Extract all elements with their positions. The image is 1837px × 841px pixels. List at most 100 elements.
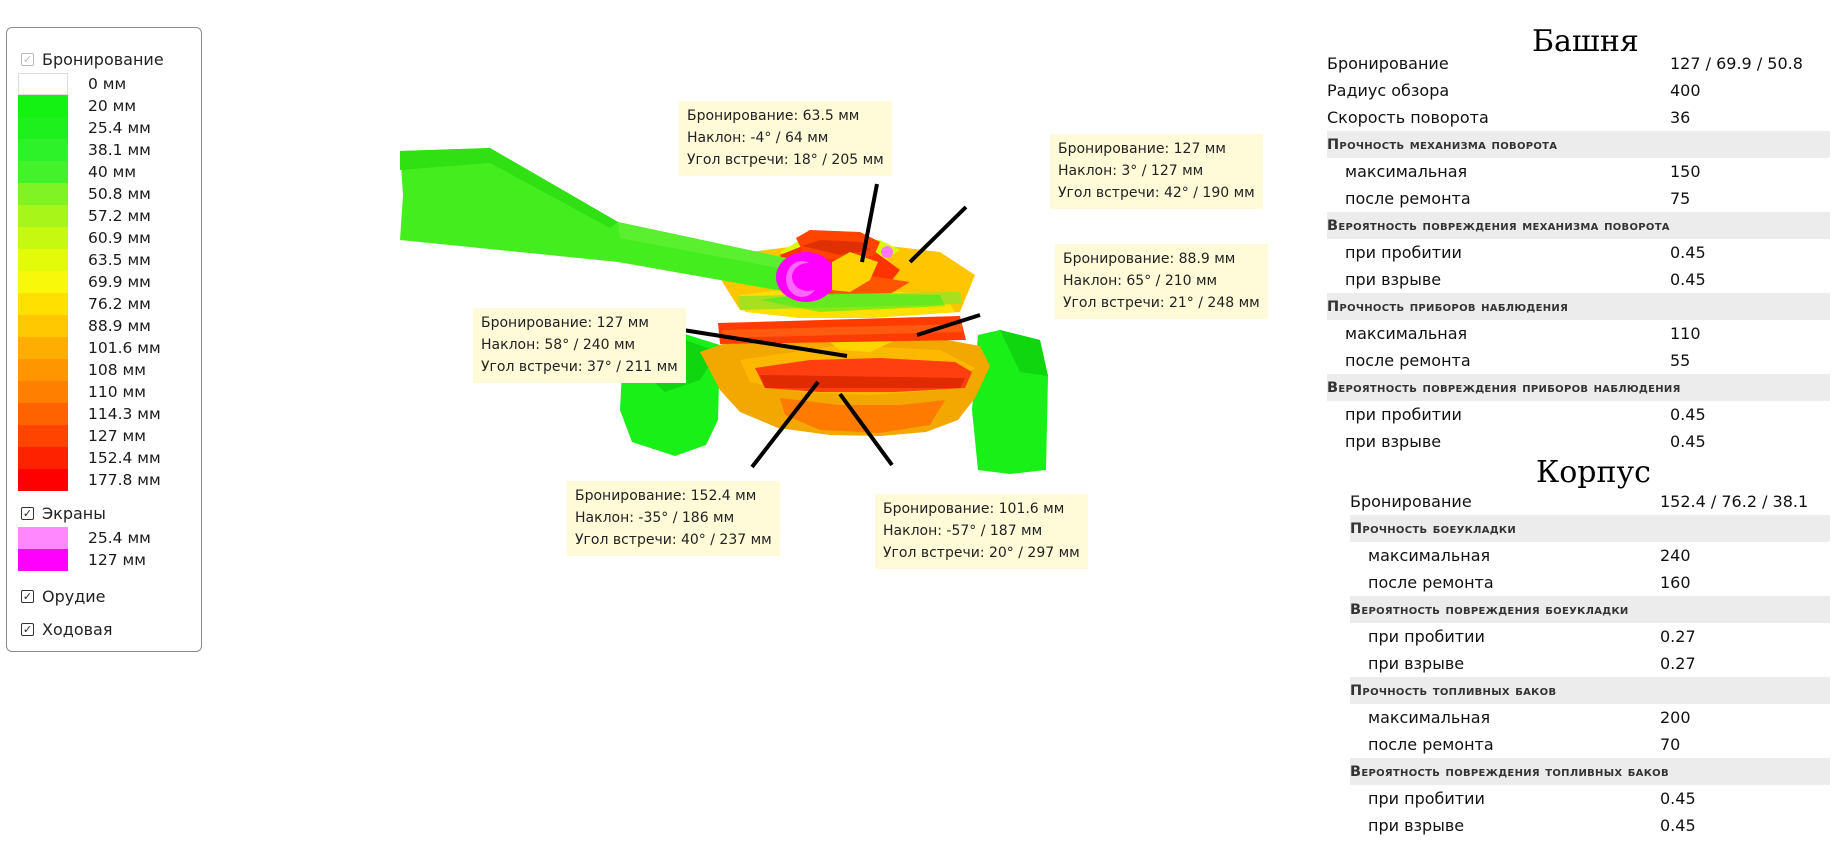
chassis-toggle[interactable]: ✓ Ходовая	[21, 618, 112, 640]
color-scale-entry: 114.3 мм	[18, 403, 161, 425]
color-scale-label: 50.8 мм	[88, 185, 151, 203]
chassis-checkbox[interactable]: ✓	[21, 622, 34, 636]
color-scale-entry: 0 мм	[18, 73, 161, 95]
color-scale-entry: 60.9 мм	[18, 227, 161, 249]
stat-group-title: Вероятность повреждения боеукладки	[1350, 602, 1629, 618]
stat-value: 150	[1670, 162, 1701, 181]
stat-value: 200	[1660, 708, 1691, 727]
color-swatch	[18, 205, 68, 227]
tooltip-armor-value: Бронирование: 152.4 мм	[575, 488, 757, 504]
tooltip-slope-value: Наклон: 3° / 127 мм	[1058, 163, 1204, 179]
stat-value: 0.45	[1670, 270, 1706, 289]
stat-group-title: Прочность топливных баков	[1350, 683, 1557, 699]
screens-toggle[interactable]: ✓ Экраны	[21, 502, 106, 524]
tank-armor-model[interactable]	[400, 0, 1300, 620]
tooltip-impact-angle-value: Угол встречи: 18° / 205 мм	[687, 152, 884, 168]
stat-value: 400	[1670, 81, 1701, 100]
cupola	[796, 230, 893, 260]
stat-value: 127 / 69.9 / 50.8	[1670, 54, 1803, 73]
chassis-toggle-label: Ходовая	[42, 619, 113, 639]
stat-value: 0.27	[1660, 627, 1696, 646]
stat-label: при взрыве	[1345, 432, 1442, 451]
stat-value: 160	[1660, 573, 1691, 592]
color-swatch	[18, 447, 68, 469]
color-scale-entry: 88.9 мм	[18, 315, 161, 337]
stat-label: после ремонта	[1368, 573, 1494, 592]
color-swatch	[18, 381, 68, 403]
color-scale-label: 110 мм	[88, 383, 146, 401]
pointer-lower-hull	[838, 392, 894, 467]
color-scale-label: 88.9 мм	[88, 317, 151, 335]
stat-row: после ремонта 55	[1327, 347, 1830, 374]
pointer-upper-glacis	[682, 328, 848, 358]
stat-value: 55	[1670, 351, 1691, 370]
screens-color-scale: 25.4 мм 127 мм	[18, 527, 151, 571]
screens-checkbox[interactable]: ✓	[21, 506, 34, 520]
tooltip-slope-value: Наклон: -35° / 186 мм	[575, 510, 735, 526]
armor-tooltip: Бронирование: 63.5 мм Наклон: -4° / 64 м…	[679, 101, 892, 176]
color-scale-label: 127 мм	[88, 551, 146, 569]
color-swatch	[18, 403, 68, 425]
color-swatch	[18, 549, 68, 571]
color-scale-entry: 20 мм	[18, 95, 161, 117]
color-scale-entry: 25.4 мм	[18, 527, 151, 549]
stat-label: максимальная	[1345, 162, 1468, 181]
color-swatch	[18, 469, 68, 491]
tank-model-viewport[interactable]: Бронирование: 63.5 мм Наклон: -4° / 64 м…	[400, 0, 1300, 620]
stat-row: максимальная 150	[1327, 158, 1830, 185]
tooltip-impact-angle-value: Угол встречи: 42° / 190 мм	[1058, 185, 1255, 201]
armor-toggle-label: Бронирование	[42, 49, 164, 69]
stat-label: Скорость поворота	[1327, 108, 1489, 127]
color-swatch	[18, 249, 68, 271]
color-scale-label: 60.9 мм	[88, 229, 151, 247]
stat-value: 152.4 / 76.2 / 38.1	[1660, 492, 1809, 511]
color-scale-label: 152.4 мм	[88, 449, 161, 467]
color-swatch	[18, 359, 68, 381]
armor-tooltip: Бронирование: 88.9 мм Наклон: 65° / 210 …	[1055, 244, 1268, 319]
stat-value: 110	[1670, 324, 1701, 343]
armor-tooltip: Бронирование: 101.6 мм Наклон: -57° / 18…	[875, 494, 1088, 569]
stat-label: максимальная	[1368, 708, 1491, 727]
right-track	[972, 330, 1048, 474]
stat-value: 36	[1670, 108, 1691, 127]
color-scale-label: 177.8 мм	[88, 471, 161, 489]
stat-value: 75	[1670, 189, 1691, 208]
gun-toggle-label: Орудие	[42, 586, 106, 606]
color-scale-entry: 127 мм	[18, 549, 151, 571]
tooltip-impact-angle-value: Угол встречи: 20° / 297 мм	[883, 545, 1080, 561]
armor-tooltip: Бронирование: 152.4 мм Наклон: -35° / 18…	[567, 481, 780, 556]
color-scale-label: 69.9 мм	[88, 273, 151, 291]
color-scale-entry: 108 мм	[18, 359, 161, 381]
stat-group-header: Вероятность повреждения боеукладки	[1350, 596, 1830, 623]
pointer-turret-ring	[916, 313, 981, 337]
armor-checkbox[interactable]: ✓	[21, 52, 34, 66]
stat-group-header: Вероятность повреждения механизма поворо…	[1327, 212, 1830, 239]
screens-toggle-label: Экраны	[42, 503, 106, 523]
stat-group-title: Прочность приборов наблюдения	[1327, 299, 1569, 315]
stat-label: после ремонта	[1345, 351, 1471, 370]
stat-label: максимальная	[1345, 324, 1468, 343]
stat-group-header: Вероятность повреждения приборов наблюде…	[1327, 374, 1830, 401]
color-swatch	[18, 315, 68, 337]
tooltip-armor-value: Бронирование: 88.9 мм	[1063, 251, 1236, 267]
color-scale-entry: 152.4 мм	[18, 447, 161, 469]
color-scale-entry: 38.1 мм	[18, 139, 161, 161]
stat-value: 0.45	[1670, 243, 1706, 262]
color-scale-entry: 101.6 мм	[18, 337, 161, 359]
armor-toggle[interactable]: ✓ Бронирование	[21, 48, 164, 70]
color-swatch	[18, 95, 68, 117]
turret-section-title: Башня	[1532, 24, 1639, 59]
gun-checkbox[interactable]: ✓	[21, 589, 34, 603]
color-scale-entry: 110 мм	[18, 381, 161, 403]
hull-section-title: Корпус	[1536, 455, 1651, 490]
pointer-turret-cheek	[860, 183, 879, 263]
gun-toggle[interactable]: ✓ Орудие	[21, 585, 106, 607]
